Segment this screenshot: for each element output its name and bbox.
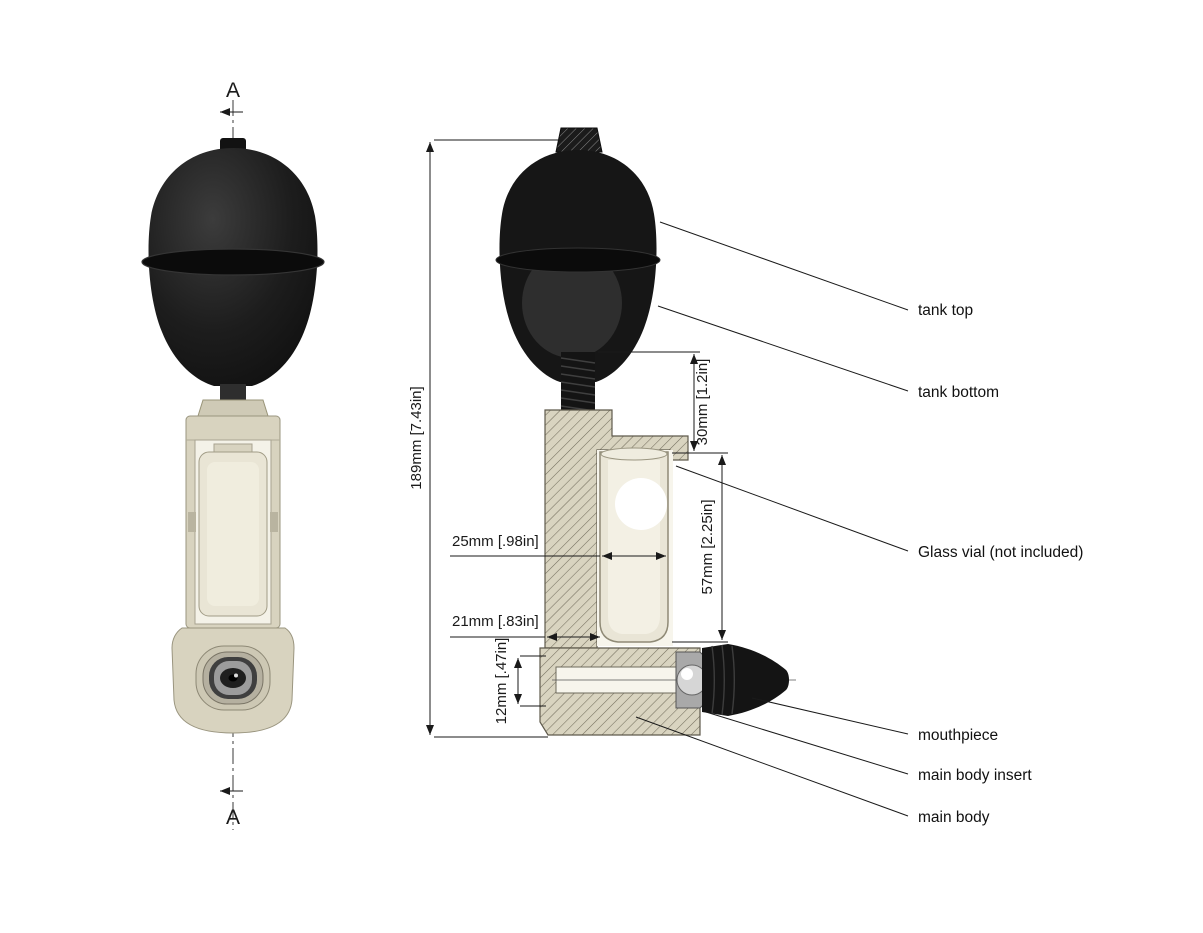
tank-front bbox=[141, 138, 325, 386]
dim-mouthpiece-height: 12mm [.47in] bbox=[493, 638, 510, 725]
main-body-bottom-section bbox=[539, 647, 796, 736]
section-view: 189mm [7.43in] 30mm [1.2in] 57mm [2.25in… bbox=[408, 127, 1083, 826]
mouthpiece-section bbox=[675, 644, 789, 716]
section-marker-bottom: A bbox=[226, 806, 240, 829]
leader-mouthpiece bbox=[751, 697, 909, 735]
collar-front bbox=[197, 399, 269, 417]
dim-vial-height: 57mm [2.25in] bbox=[699, 499, 716, 594]
tank-seam-flange bbox=[141, 248, 325, 276]
neck-front bbox=[220, 384, 246, 401]
part-callouts: tank top tank bottom Glass vial (not inc… bbox=[635, 221, 1083, 826]
leader-main-body bbox=[635, 716, 909, 817]
latch-left bbox=[188, 512, 196, 532]
leader-glass-vial bbox=[675, 465, 909, 552]
dimension-overall: 189mm [7.43in] bbox=[408, 139, 563, 738]
tank-interior-shade bbox=[522, 248, 622, 358]
dimension-mouthpiece-height: 12mm [.47in] bbox=[493, 638, 546, 725]
label-main-body: main body bbox=[918, 809, 990, 826]
label-tank-top: tank top bbox=[918, 302, 973, 319]
leader-tank-top bbox=[659, 221, 909, 311]
mouthpiece-hole-glint bbox=[234, 673, 238, 678]
label-main-body-insert: main body insert bbox=[918, 767, 1032, 784]
vial-highlight bbox=[615, 478, 667, 530]
label-tank-bottom: tank bottom bbox=[918, 384, 999, 401]
mouthpiece-cone bbox=[702, 644, 789, 716]
glass-vial-section bbox=[597, 447, 673, 646]
main-body-front bbox=[185, 415, 281, 629]
dimension-vial-height: 57mm [2.25in] bbox=[672, 455, 728, 643]
latch-right bbox=[270, 512, 278, 532]
dimension-body-width: 21mm [.83in] bbox=[450, 613, 600, 641]
section-marker-top: A bbox=[226, 79, 240, 102]
dim-overall-height: 189mm [7.43in] bbox=[408, 386, 425, 489]
mouthpiece-front bbox=[171, 627, 295, 734]
dim-body-width: 21mm [.83in] bbox=[452, 613, 539, 630]
dimension-vial-width: 25mm [.98in] bbox=[450, 533, 666, 560]
label-glass-vial: Glass vial (not included) bbox=[918, 544, 1083, 561]
vial-mouth bbox=[600, 447, 668, 461]
tank-section bbox=[495, 127, 661, 382]
leader-tank-bottom bbox=[657, 305, 909, 392]
front-view: A A bbox=[141, 79, 325, 830]
dim-tank-neck-height: 30mm [1.2in] bbox=[694, 359, 711, 446]
insert-ball-glint bbox=[681, 668, 693, 680]
leader-main-body-insert bbox=[705, 711, 909, 775]
vial-front-inner bbox=[207, 462, 259, 606]
mouthpiece-ribs bbox=[711, 644, 735, 716]
dimension-neck: 30mm [1.2in] bbox=[598, 351, 728, 454]
label-mouthpiece: mouthpiece bbox=[918, 727, 998, 744]
tank-seam-flange-section bbox=[495, 247, 661, 273]
dim-vial-width: 25mm [.98in] bbox=[452, 533, 539, 550]
